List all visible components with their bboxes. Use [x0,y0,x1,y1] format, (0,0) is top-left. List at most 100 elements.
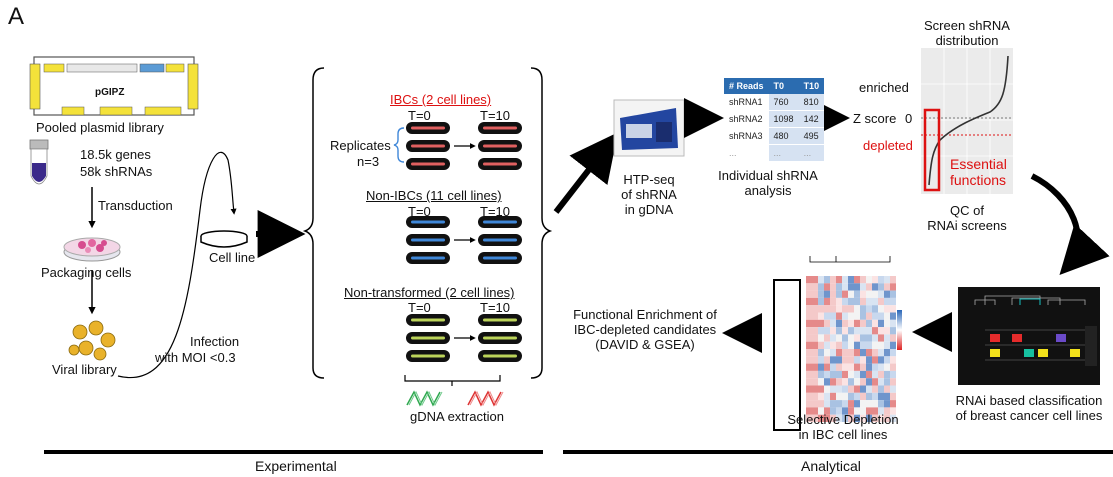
heatmap-cell [818,392,824,401]
to-sequencing-arrow [553,132,618,214]
heatmap-cell [854,370,860,379]
heatmap-cell [848,400,854,408]
heatmap-cell [854,414,860,422]
shrnas-count: 58k shRNAs [80,164,153,179]
non-transformed-dish [406,314,450,326]
ibc-dish [478,122,522,134]
heatmap-cell [806,392,812,401]
heatmap-cell [872,363,878,371]
heatmap-cell [830,297,836,306]
heatmap-cell [854,290,860,298]
heatmap-cell [848,319,854,328]
ibc-dish [406,122,450,134]
non-transformed-dish [406,332,450,344]
heatmap-cell [878,276,884,284]
heatmap-cell [848,276,854,284]
heatmap-cell [872,385,878,393]
heatmap-cell [836,370,842,379]
heatmap-cell [860,290,866,298]
heatmap-cell [872,414,878,422]
heatmap-cell [830,305,836,313]
heatmap-cell [872,378,878,386]
heatmap-cell [860,283,866,291]
heatmap-cell [890,363,896,371]
heatmap-cell [872,312,878,320]
non-transformed-group-title: Non-transformed (2 cell lines) [344,285,515,300]
depleted-label: depleted [863,138,913,153]
heatmap-cell [878,378,884,386]
non-ibc-dish [478,234,522,246]
ibc-dish [478,158,522,170]
heatmap-cell [806,363,812,371]
classification-panel [958,287,1100,385]
heatmap-cell [866,385,872,393]
heatmap-cell [830,370,836,379]
heatmap-cell [830,407,836,415]
heatmap-cell [824,385,830,393]
heatmap-cell [842,370,848,379]
heatmap-cell [806,378,812,386]
heatmap-cell [884,400,890,408]
heatmap-cell [872,349,878,357]
heatmap-cell [860,385,866,393]
heatmap-cell [824,319,830,328]
heatmap-cell [866,312,872,320]
heatmap-cell [860,356,866,364]
non-ibc-t0-label: T=0 [408,204,431,219]
non-ibc-t10-label: T=10 [480,204,510,219]
heatmap-cell [878,400,884,408]
heatmap-cell [866,370,872,379]
heatmap-cell [818,305,824,313]
heatmap-cell [848,385,854,393]
heatmap-cell [854,363,860,371]
heatmap-cell [848,378,854,386]
heatmap-cell [836,400,842,408]
heatmap-cell [848,356,854,364]
heatmap-cell [812,400,818,408]
heatmap-cell [848,414,854,422]
heatmap-cell [860,392,866,401]
heatmap-cell [824,392,830,401]
heatmap-cell [878,334,884,342]
heatmap-cell [824,327,830,335]
heatmap-cell [818,312,824,320]
heatmap-cell [854,341,860,349]
heatmap-cell [872,392,878,401]
heatmap-cell [836,414,842,422]
heatmap-cell [854,407,860,415]
non-transformed-dish [406,350,450,362]
heatmap-cell [842,327,848,335]
heatmap-cell [836,363,842,371]
petri-dish-icon [63,237,121,262]
heatmap-cell [848,312,854,320]
non-transformed-dish [478,350,522,362]
heatmap-cell [884,334,890,342]
heatmap-cell [860,370,866,379]
heatmap-cell [854,356,860,364]
heatmap-cell [866,341,872,349]
heatmap-cell [890,400,896,408]
heatmap-cell [818,283,824,291]
heatmap-cell [854,305,860,313]
heatmap-cell [872,334,878,342]
heatmap-cell [836,312,842,320]
heatmap-cell [830,327,836,335]
heatmap-cell [884,305,890,313]
heatmap-cell [842,407,848,415]
heatmap-cell [866,319,872,328]
heatmap-cell [854,349,860,357]
ibc-t0-label: T=0 [408,108,431,123]
heatmap-cell [818,385,824,393]
heatmap-cell [848,290,854,298]
heatmap-cell [866,349,872,357]
heatmap-cell [818,400,824,408]
heatmap-cell [854,327,860,335]
plasmid-map [29,56,199,116]
heatmap-cell [848,341,854,349]
